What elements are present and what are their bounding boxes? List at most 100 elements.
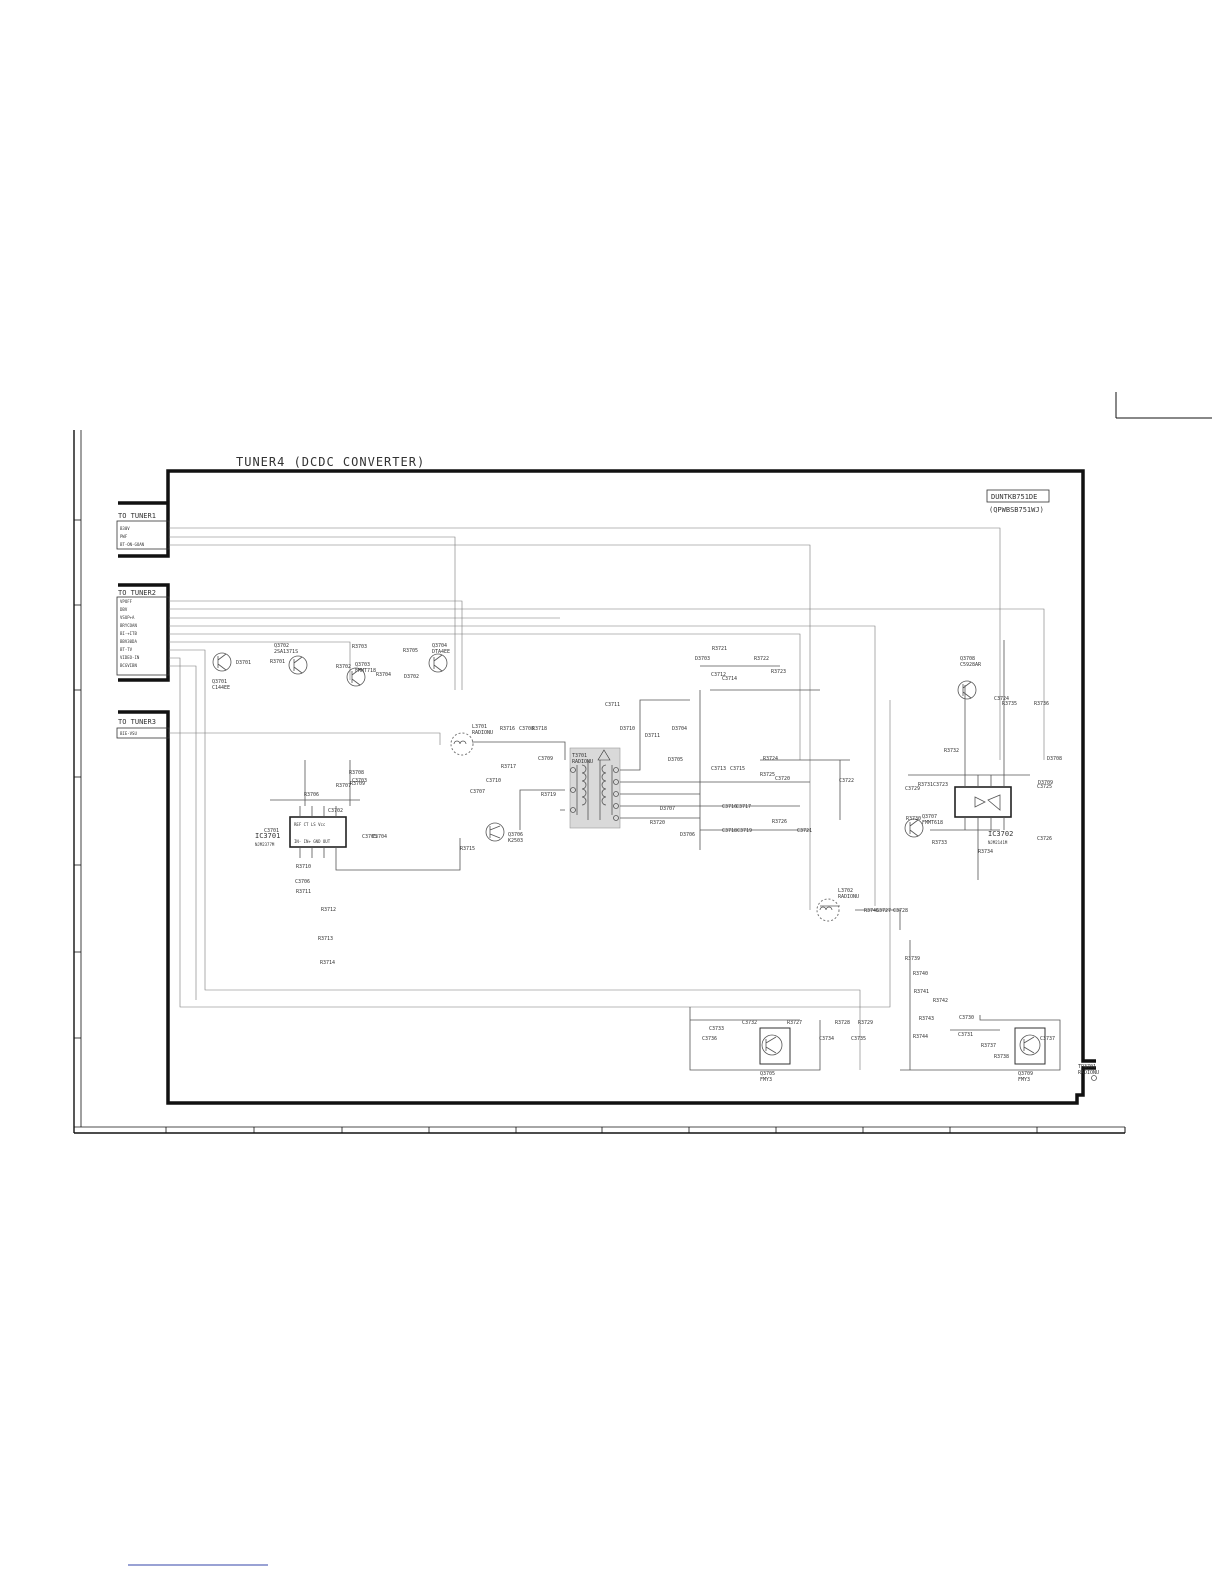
resistor-label: R3711 — [296, 889, 311, 895]
capacitor-label: C3718 — [722, 828, 737, 834]
resistor-label: R3727 — [787, 1020, 802, 1026]
resistor-label: R3745 — [864, 908, 879, 914]
signal-wires — [169, 527, 1045, 1070]
svg-text:K2503: K2503 — [508, 838, 523, 844]
capacitor-label: C3703 — [352, 778, 367, 784]
ic3702: IC3702 NJM2141M — [908, 640, 1030, 880]
svg-text:RADIONU: RADIONU — [472, 730, 493, 736]
diode-label: D3710 — [620, 726, 635, 732]
ic-part: NJM2377M — [255, 842, 275, 847]
svg-text:RADIONU: RADIONU — [1078, 1070, 1099, 1076]
capacitor-label: C3702 — [328, 808, 343, 814]
resistor-label: R3709 — [350, 781, 365, 787]
connector-tuner3: TO TUNER3 BIE-VSU — [116, 718, 170, 739]
connector-pin: B30V — [120, 526, 130, 531]
board-code-alt: (QPWBSB751WJ) — [989, 506, 1044, 514]
resistor-label: R3718 — [532, 726, 547, 732]
resistor-label: R3735 — [1002, 701, 1017, 707]
resistor-label: R3706 — [304, 792, 319, 798]
resistor-label: R3714 — [320, 960, 335, 966]
capacitor-label: C3705 — [362, 834, 377, 840]
connector-pin: VPOFF — [120, 599, 133, 604]
capacitor-label: C3715 — [730, 766, 745, 772]
resistor-label: R3710 — [296, 864, 311, 870]
connector-tuner1: TO TUNER1 B30V PWF BT-ON-GOAN — [116, 512, 170, 550]
capacitor-labels: C3701C3702C3703C3704C3705C3706C3707C3708… — [264, 672, 1055, 1042]
svg-text:Q3706: Q3706 — [508, 832, 523, 838]
capacitor-label: C3712 — [711, 672, 726, 678]
resistor-label: R3743 — [919, 1016, 934, 1022]
ic-part: NJM2141M — [988, 840, 1008, 845]
svg-text:Q3702: Q3702 — [274, 643, 289, 649]
svg-text:REF CT LS Vcc: REF CT LS Vcc — [294, 822, 326, 827]
resistor-label: R3734 — [978, 849, 993, 855]
resistor-label: R3716 — [500, 726, 515, 732]
svg-text:Q3707: Q3707 — [922, 814, 937, 820]
connector-pin: BIE-VSU — [120, 731, 137, 736]
resistor-label: R3703 — [352, 644, 367, 650]
diode-label: D3703 — [695, 656, 710, 662]
capacitor-label: C3725 — [1037, 784, 1052, 790]
capacitor-label: C3710 — [486, 778, 501, 784]
resistor-label: R3721 — [712, 646, 727, 652]
diode-label: D3708 — [1047, 756, 1062, 762]
diode-label: D3707 — [660, 806, 675, 812]
capacitor-label: C3716 — [722, 804, 737, 810]
resistor-label: R3712 — [321, 907, 336, 913]
resistor-label: R3739 — [905, 956, 920, 962]
resistor-labels: R3701R3702R3703R3704R3705R3706R3707R3708… — [270, 644, 1049, 1060]
capacitor-label: C3733 — [709, 1026, 724, 1032]
resistor-label: R3720 — [650, 820, 665, 826]
svg-text:L3701: L3701 — [472, 724, 487, 730]
capacitor-label: C3736 — [702, 1036, 717, 1042]
connector-tuner2: TO TUNER2 VPOFF DBV VSUP+A BRYCOAN BI-+I… — [116, 589, 170, 676]
connector-pin: VIDEO-IN — [120, 655, 140, 660]
resistor-label: R3707 — [336, 783, 351, 789]
svg-text:C144EE: C144EE — [212, 685, 230, 691]
svg-text:FMY3: FMY3 — [1018, 1077, 1030, 1083]
svg-text:Q3701: Q3701 — [212, 679, 227, 685]
resistor-label: R3728 — [835, 1020, 850, 1026]
resistor-label: R3723 — [771, 669, 786, 675]
resistor-label: R3729 — [858, 1020, 873, 1026]
resistor-label: R3715 — [460, 846, 475, 852]
connector-pin: BRYCOAN — [120, 623, 137, 628]
connector-pin: BT-ON-GOAN — [120, 542, 145, 547]
connector-pin: DBV — [120, 607, 128, 612]
sheet-frame — [73, 430, 1126, 1134]
diode-label: D3701 — [236, 660, 251, 666]
capacitor-label: C3720 — [775, 776, 790, 782]
capacitor-label: C3731 — [958, 1032, 973, 1038]
capacitor-label: C3728 — [893, 908, 908, 914]
output-stages — [689, 940, 1061, 1071]
resistor-label: R3722 — [754, 656, 769, 662]
capacitor-label: C3709 — [538, 756, 553, 762]
connector-pin: PWF — [120, 534, 128, 539]
connector-pin: VSUP+A — [120, 615, 135, 620]
diode-label: D3706 — [680, 832, 695, 838]
connector-pin: BI-+ITB — [120, 631, 137, 636]
capacitor-label: C3730 — [959, 1015, 974, 1021]
capacitor-label: C3724 — [994, 696, 1009, 702]
resistor-label: R3724 — [763, 756, 778, 762]
capacitor-label: C3735 — [851, 1036, 866, 1042]
resistor-label: R3725 — [760, 772, 775, 778]
diode-label: D3704 — [672, 726, 687, 732]
diagram-title: TUNER4 (DCDC CONVERTER) — [236, 455, 425, 469]
svg-text:Q3705: Q3705 — [760, 1071, 775, 1077]
resistor-label: R3730 — [906, 816, 921, 822]
connector-label: TO TUNER1 — [118, 512, 156, 520]
svg-text:IN- IN+ GND OUT: IN- IN+ GND OUT — [294, 839, 331, 844]
board-code: DUNTKB751DE — [991, 493, 1037, 501]
capacitor-label: C3732 — [742, 1020, 757, 1026]
resistor-label: R3702 — [336, 664, 351, 670]
resistor-label: R3744 — [913, 1034, 928, 1040]
capacitor-label: C3726 — [1037, 836, 1052, 842]
resistor-label: R3740 — [913, 971, 928, 977]
